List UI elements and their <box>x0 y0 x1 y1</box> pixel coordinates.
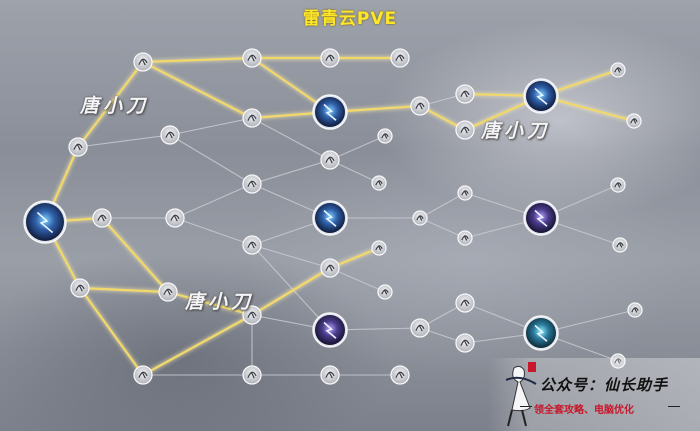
talent-node-icon[interactable] <box>610 62 626 78</box>
active-talent-link <box>77 61 144 148</box>
skill-icon[interactable] <box>312 94 348 130</box>
promo-tagline: 领全套攻略、电脑优化 <box>534 405 634 416</box>
talent-node-icon[interactable] <box>242 305 262 325</box>
promo-brand: 公众号：仙长助手 <box>540 376 669 394</box>
talent-node-icon[interactable] <box>410 96 430 116</box>
watermark: 唐小刀 <box>481 120 551 142</box>
talent-node-icon[interactable] <box>133 365 153 385</box>
talent-node-icon[interactable] <box>455 84 475 104</box>
talent-node-icon[interactable] <box>610 353 626 369</box>
talent-node-icon[interactable] <box>627 302 643 318</box>
watermark: 唐小刀 <box>80 95 150 117</box>
inactive-talent-link <box>174 217 253 246</box>
inactive-talent-link <box>77 134 171 148</box>
talent-node-icon[interactable] <box>242 365 262 385</box>
watermark: 唐小刀 <box>185 291 255 313</box>
talent-node-icon[interactable] <box>242 108 262 128</box>
inactive-talent-link <box>251 244 331 331</box>
skill-icon[interactable] <box>523 315 559 351</box>
talent-node-icon[interactable] <box>68 137 88 157</box>
talent-node-icon[interactable] <box>371 175 387 191</box>
talent-node-icon[interactable] <box>371 240 387 256</box>
skill-icon[interactable] <box>312 200 348 236</box>
skill-icon[interactable] <box>312 312 348 348</box>
active-talent-link <box>142 56 253 64</box>
active-talent-link <box>79 287 144 376</box>
talent-node-icon[interactable] <box>390 48 410 68</box>
skill-icon[interactable] <box>523 78 559 114</box>
talent-nodes <box>23 48 643 385</box>
skill-icon[interactable] <box>23 200 67 244</box>
inactive-talent-link <box>174 183 253 219</box>
talent-node-icon[interactable] <box>455 293 475 313</box>
talent-node-icon[interactable] <box>410 318 430 338</box>
talent-node-icon[interactable] <box>242 48 262 68</box>
talent-node-icon[interactable] <box>242 235 262 255</box>
talent-node-icon[interactable] <box>70 278 90 298</box>
talent-node-icon[interactable] <box>320 365 340 385</box>
inactive-talent-link <box>169 134 253 185</box>
talent-node-icon[interactable] <box>412 210 428 226</box>
talent-node-icon[interactable] <box>320 150 340 170</box>
talent-node-icon[interactable] <box>457 185 473 201</box>
active-talent-link <box>251 267 331 316</box>
talent-node-icon[interactable] <box>320 48 340 68</box>
divider <box>668 406 680 407</box>
divider <box>520 406 532 407</box>
inactive-talent-link <box>251 244 331 269</box>
active-talent-link <box>101 217 169 293</box>
swordsman-figure-icon <box>505 362 537 427</box>
skill-icon[interactable] <box>523 200 559 236</box>
active-talent-link <box>167 290 253 317</box>
inactive-talent-link <box>251 159 331 185</box>
talent-node-icon[interactable] <box>455 120 475 140</box>
talent-node-icon[interactable] <box>242 174 262 194</box>
talent-node-icon[interactable] <box>320 258 340 278</box>
talent-node-icon[interactable] <box>92 208 112 228</box>
inactive-talent-link <box>329 135 386 161</box>
inactive-talent-link <box>251 117 331 161</box>
talent-node-icon[interactable] <box>160 125 180 145</box>
inactive-talent-link <box>419 192 466 219</box>
active-talent-link <box>79 286 169 294</box>
page-title: 雷青云PVE <box>302 9 398 29</box>
inactive-talent-link <box>419 217 466 239</box>
talent-node-icon[interactable] <box>455 333 475 353</box>
talent-node-icon[interactable] <box>457 230 473 246</box>
talent-node-icon[interactable] <box>612 237 628 253</box>
inactive-talent-link <box>169 117 253 136</box>
talent-node-icon[interactable] <box>390 365 410 385</box>
active-talent-link <box>142 314 253 376</box>
active-talent-link <box>142 61 253 119</box>
talent-node-icon[interactable] <box>626 113 642 129</box>
talent-node-icon[interactable] <box>165 208 185 228</box>
talent-node-icon[interactable] <box>158 282 178 302</box>
inactive-talent-link <box>329 267 386 293</box>
talent-node-icon[interactable] <box>377 284 393 300</box>
talent-node-icon[interactable] <box>377 128 393 144</box>
talent-node-icon[interactable] <box>133 52 153 72</box>
talent-node-icon[interactable] <box>610 177 626 193</box>
promo-banner: 公众号：仙长助手 领全套攻略、电脑优化 <box>488 358 700 431</box>
